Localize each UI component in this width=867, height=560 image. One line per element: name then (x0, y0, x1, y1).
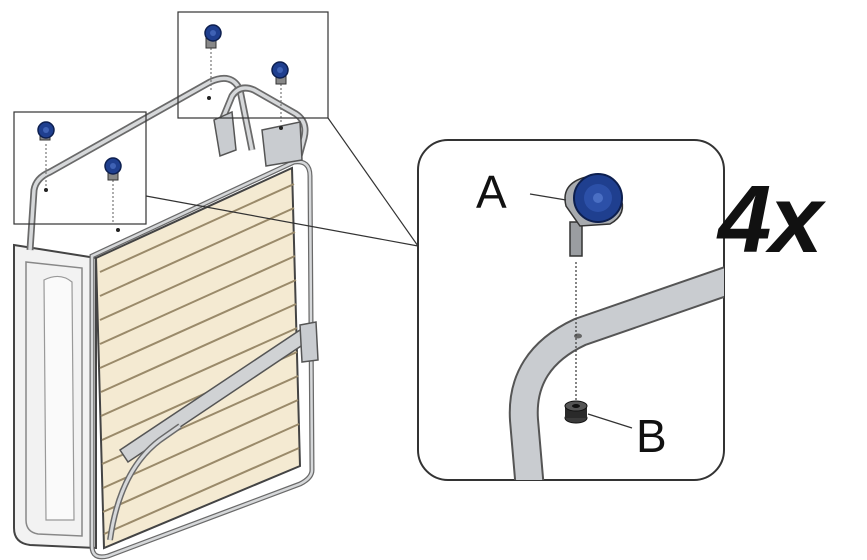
frame-hinge-right (261, 121, 303, 167)
caster-wheel-icon (104, 157, 122, 181)
lower-leg-frame-inner (108, 424, 181, 541)
caster-hole (116, 228, 120, 232)
quantity-multiplier: 4x (718, 166, 823, 273)
bed-side-pad (43, 275, 75, 521)
platform-frame-inner (90, 160, 314, 559)
label-a: A (476, 166, 507, 218)
detail-panel: A B (417, 139, 725, 481)
frame-hinge (213, 110, 237, 158)
caster-wheel-icon (204, 24, 222, 49)
side-bracket (299, 321, 319, 363)
nut-b-icon (564, 400, 588, 424)
callout-box-right (177, 11, 329, 119)
head-frame-right-inner (216, 86, 307, 161)
callout-box-left (13, 111, 147, 225)
small-casters (37, 24, 289, 224)
caster-hole (207, 96, 211, 100)
caster-wheel-icon (271, 61, 289, 85)
slats (99, 183, 300, 535)
head-frame-inner (28, 76, 254, 251)
caster-wheel-icon (37, 121, 55, 141)
caster-a-icon (564, 173, 624, 257)
caster-hole (44, 188, 48, 192)
folded-bed (13, 74, 319, 560)
caster-hole (279, 126, 283, 130)
bed-side-inner (25, 261, 83, 537)
leader-line (327, 117, 419, 247)
label-b: B (636, 410, 667, 462)
leader-line (145, 195, 419, 247)
